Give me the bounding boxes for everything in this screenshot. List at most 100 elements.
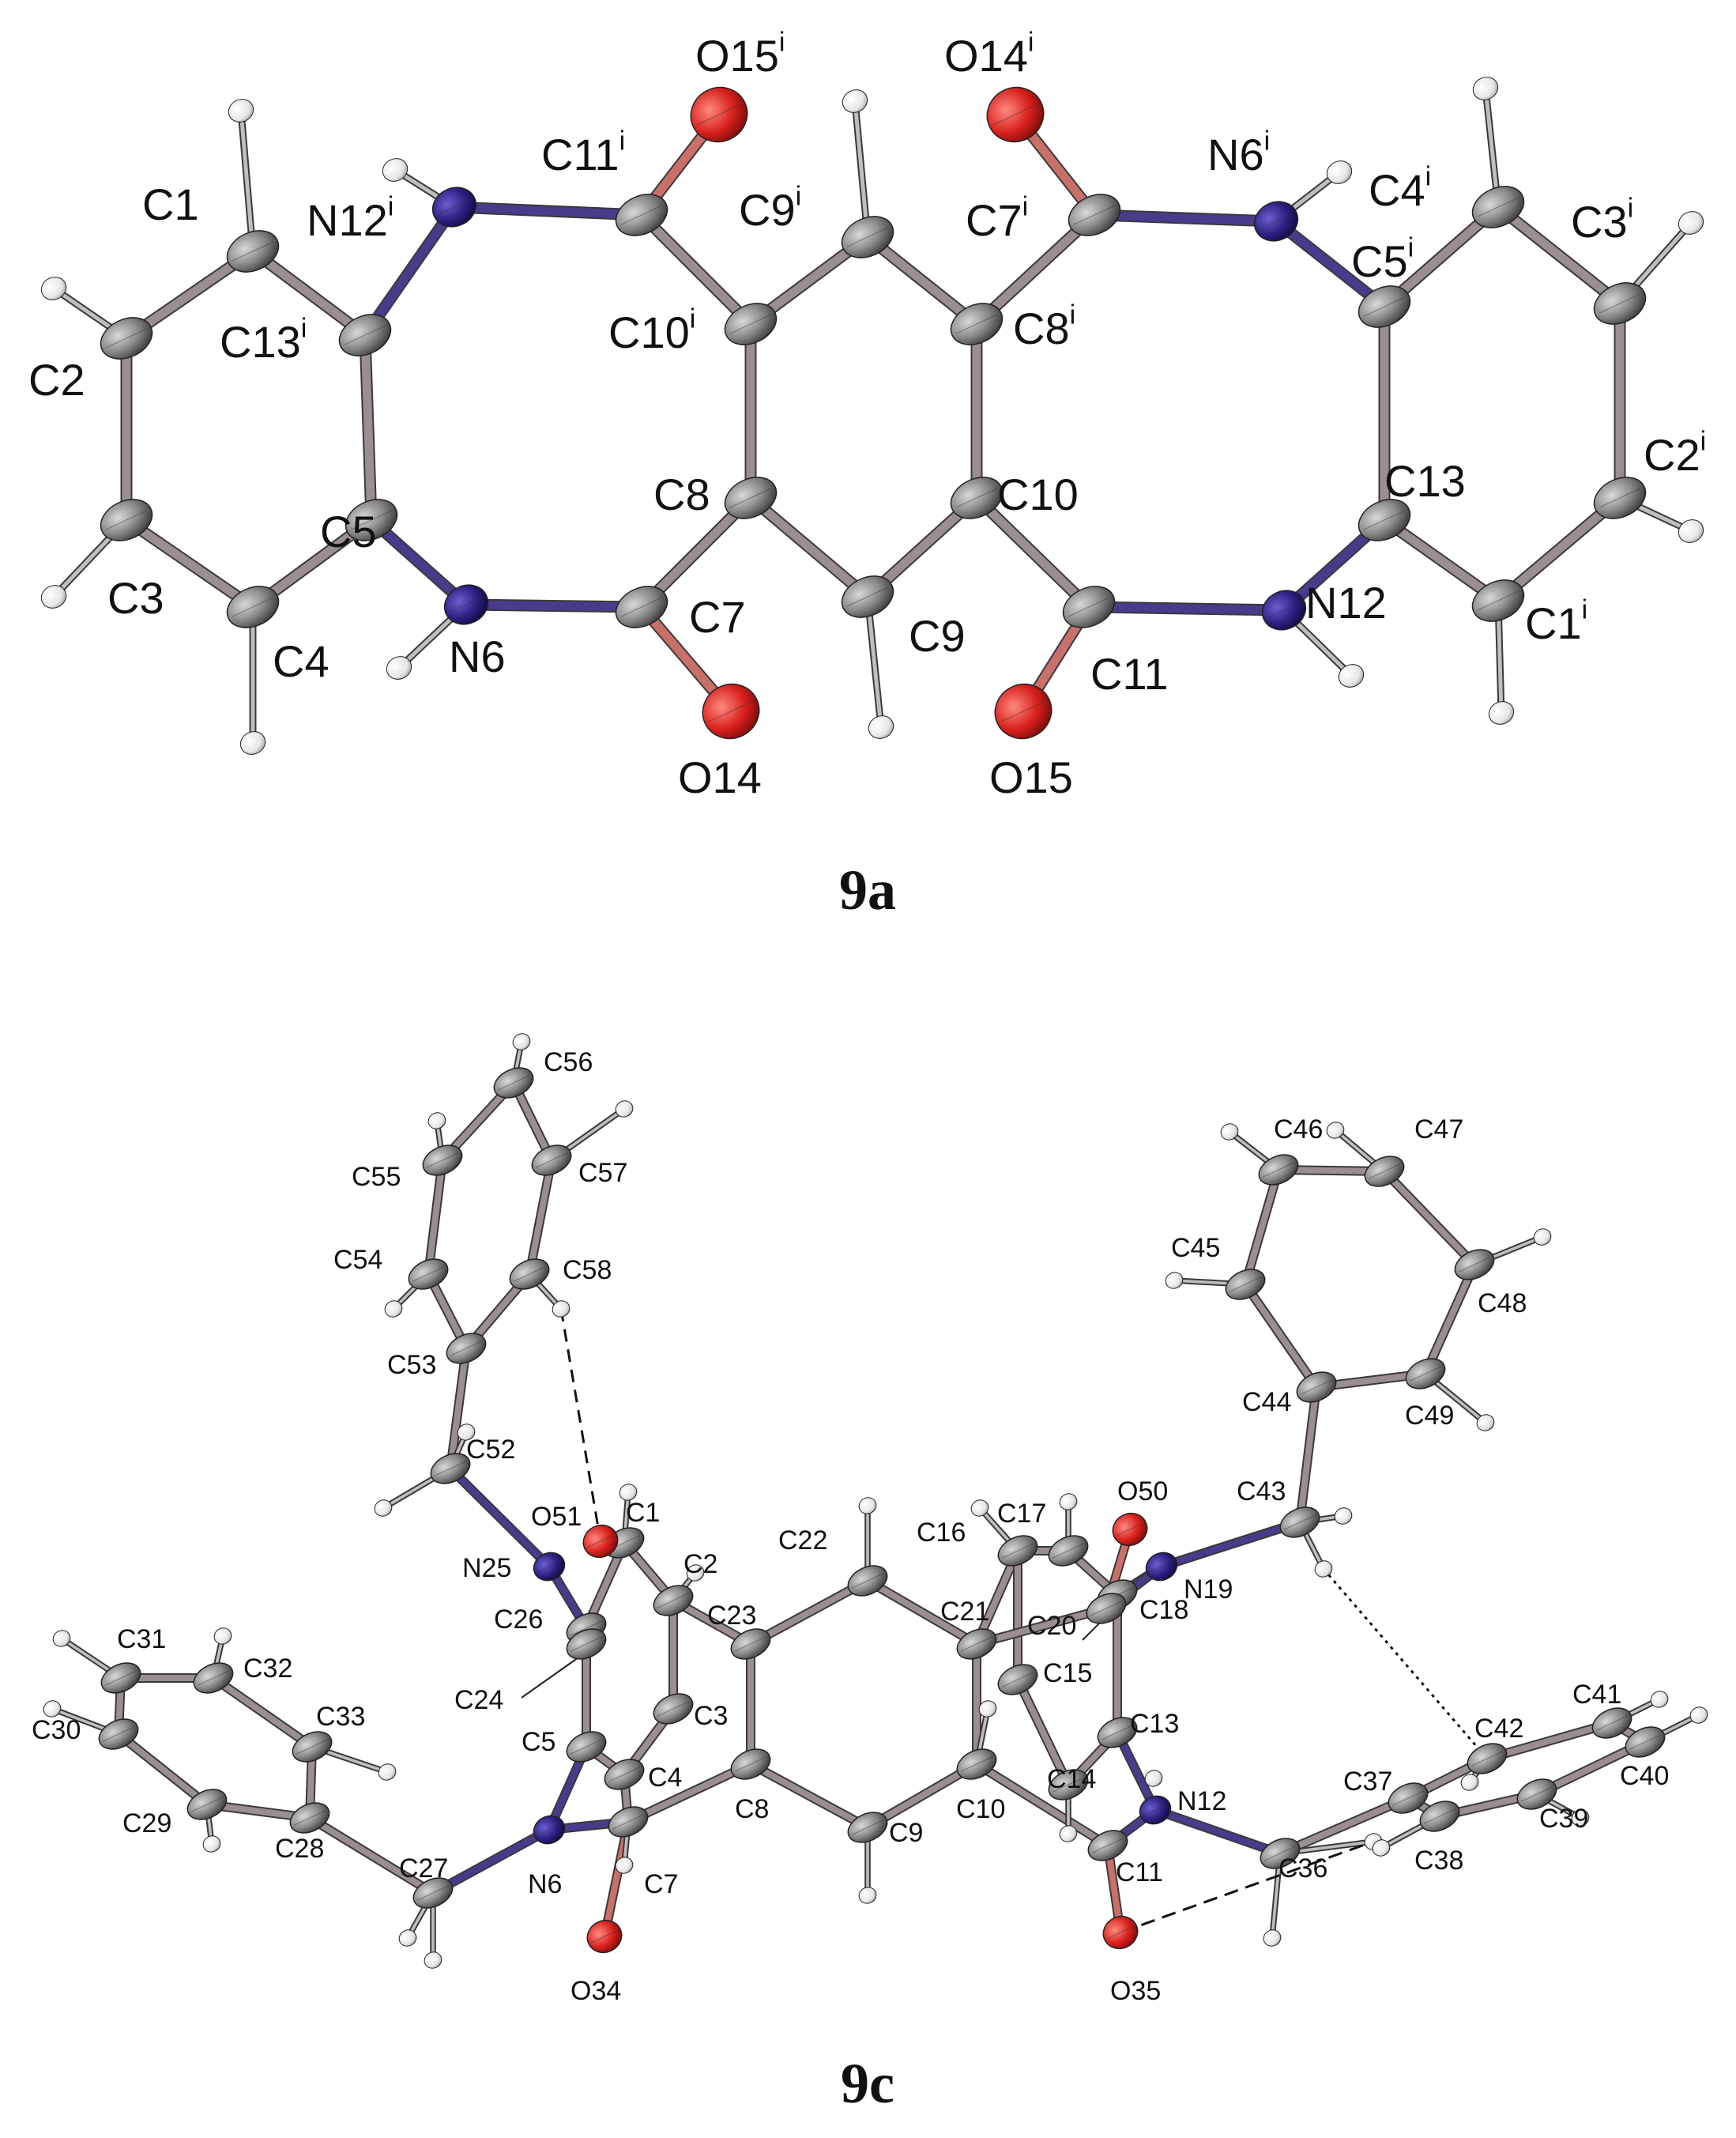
atom-h12i-9a <box>382 158 409 182</box>
label-c3: C3 <box>694 1701 728 1731</box>
atom-axis-c7i-9a <box>1073 205 1116 225</box>
atom-axis-o35-9c <box>1106 1925 1135 1940</box>
bond-C5-C13i-9a <box>360 330 376 525</box>
label-c22: C22 <box>778 1525 827 1555</box>
label-n6: N6 <box>528 1869 562 1899</box>
atom-h1-9c <box>619 1484 638 1501</box>
atom-axis-c38-9c <box>1423 1808 1456 1824</box>
atom-axis-c47-9c <box>1368 1163 1401 1179</box>
bond-C22-C21-9c <box>864 1578 980 1647</box>
bond-N6-C7-9a <box>461 600 646 612</box>
label-c14: C14 <box>1047 1764 1096 1794</box>
label-c16: C16 <box>917 1518 966 1548</box>
label-c48: C48 <box>1478 1288 1527 1318</box>
label-c37: C37 <box>1343 1767 1392 1797</box>
bond-C29-C30-9c <box>115 1731 210 1808</box>
leader-c24 <box>521 1651 587 1699</box>
atom-h55-9c <box>427 1112 446 1129</box>
bond-C7-C8-9c <box>625 1761 754 1825</box>
bond-C52-C53-9c <box>447 1345 469 1472</box>
bond-C8-C9-9a <box>746 493 872 601</box>
atom-axis-c27-9c <box>416 1885 450 1901</box>
bond-C32-C33-9c <box>210 1675 315 1750</box>
atom-axis-o15i-9a <box>697 104 741 126</box>
bond-C36-C37-9c <box>1277 1795 1411 1857</box>
atom-axis-c23-9c <box>734 1636 767 1652</box>
atom-axis-n12i-9a <box>437 198 472 216</box>
caption-9a: 9a <box>839 858 896 922</box>
atom-axis-c11-9c <box>1091 1838 1124 1853</box>
atom-axis-c3-9a <box>105 510 148 530</box>
label-o14-i: O14i <box>944 28 1034 81</box>
atom-axis-c5i-9a <box>1363 296 1406 317</box>
atom-axis-o34-9c <box>590 1929 619 1944</box>
atom-axis-n12-9c <box>1143 1804 1168 1816</box>
label-c3-i: C3i <box>1571 194 1633 247</box>
bond-C43-C44-9c <box>1297 1384 1320 1525</box>
atom-axis-n6-9a <box>449 596 484 613</box>
atom-axis-o51-9c <box>586 1534 615 1548</box>
bond-C10i-C11i-9a <box>637 210 755 329</box>
atom-axis-c22-9c <box>851 1573 884 1589</box>
label-c44: C44 <box>1242 1387 1291 1417</box>
label-c7: C7 <box>689 592 746 642</box>
hbond-contacts-9c <box>521 1308 1489 1934</box>
atom-h30-9c <box>43 1700 62 1718</box>
atom-h14-9c <box>1059 1825 1078 1842</box>
label-c36: C36 <box>1278 1853 1327 1883</box>
label-c8-i: C8i <box>1013 300 1075 354</box>
label-c1: C1 <box>142 179 199 229</box>
label-c5: C5 <box>320 507 377 556</box>
label-c38: C38 <box>1414 1846 1463 1876</box>
bond-N6i-C7i-9a <box>1090 210 1281 226</box>
label-c4: C4 <box>648 1763 682 1793</box>
label-c47: C47 <box>1414 1114 1463 1144</box>
atom-h6-9a <box>386 656 412 680</box>
label-c39: C39 <box>1539 1804 1588 1834</box>
atom-h4i-9a <box>1472 77 1499 100</box>
atom-h39-9c <box>1571 1809 1590 1827</box>
bond-C7i-C8i-9a <box>972 210 1099 329</box>
label-c30: C30 <box>32 1715 81 1745</box>
atom-h2-9c <box>686 1564 705 1582</box>
label-n12: N12 <box>1305 578 1387 628</box>
label-c1: C1 <box>626 1498 660 1528</box>
label-c46: C46 <box>1274 1114 1323 1144</box>
bond-C14-C15-9c <box>1015 1676 1071 1788</box>
atom-axis-c9-9c <box>851 1819 884 1835</box>
label-c11: C11 <box>1116 1857 1163 1887</box>
atom-axis-c54-9c <box>412 1266 445 1282</box>
label-c2: C2 <box>683 1549 717 1579</box>
label-n25: N25 <box>462 1553 511 1583</box>
bond-C3i-C4i-9a <box>1493 202 1625 308</box>
atom-axis-n12-9a <box>1267 601 1301 619</box>
label-o51: O51 <box>531 1502 582 1532</box>
atom-axis-c11i-9a <box>620 205 663 225</box>
bond-C48-C49-9c <box>1422 1261 1478 1377</box>
atom-axis-c7-9a <box>620 597 663 617</box>
hbond-c58-o51 <box>559 1308 602 1542</box>
bond-C54-C55-9c <box>425 1157 446 1277</box>
bond-C41-C42-9c <box>1484 1720 1615 1762</box>
label-o15: O15 <box>989 752 1073 802</box>
atom-axis-c28-9c <box>293 1810 326 1826</box>
atom-h16-9c <box>970 1499 989 1517</box>
atom-h52a-9c <box>374 1499 393 1517</box>
label-c2-i: C2i <box>1644 427 1706 481</box>
atom-axis-c11-9a <box>1068 597 1110 617</box>
label-c10: C10 <box>997 469 1079 519</box>
label-c3: C3 <box>107 573 164 623</box>
label-c7: C7 <box>644 1869 678 1899</box>
atom-axis-c48-9c <box>1458 1257 1491 1273</box>
label-c4-i: C4i <box>1369 162 1431 216</box>
label-c13: C13 <box>1130 1709 1179 1739</box>
atom-axis-c4-9a <box>232 597 274 617</box>
label-c5-i: C5i <box>1351 233 1414 287</box>
label-c1-i: C1i <box>1525 595 1587 649</box>
atom-h3-9a <box>40 585 67 609</box>
label-c13: C13 <box>1384 456 1466 506</box>
label-c28: C28 <box>275 1834 324 1864</box>
